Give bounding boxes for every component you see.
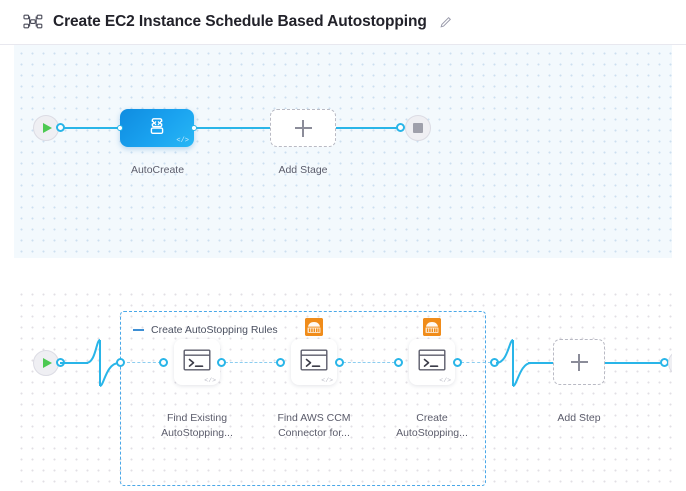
shell-script-icon [183, 348, 211, 377]
step1-output-port[interactable] [217, 358, 226, 367]
step-link-step1-to-step2 [225, 362, 277, 363]
step-node-label-find-aws-ccm-connector: Find AWS CCM Connector for... [271, 411, 357, 441]
add-stage-button[interactable] [270, 109, 336, 147]
add-step-label: Add Step [557, 412, 601, 424]
execution-end-node[interactable] [668, 350, 672, 376]
step3-label-line1: Create [416, 412, 448, 424]
stage-corner-code-glyph: </> [176, 137, 189, 145]
step-node-label-create-autostopping: Create AutoStopping... [389, 411, 475, 441]
stage-canvas[interactable]: </> AutoCreate Add Stage [14, 45, 672, 258]
stage-node-autocreate[interactable]: </> [120, 109, 194, 147]
step1-label-line1: Find Existing [166, 412, 228, 424]
step2-input-port[interactable] [276, 358, 285, 367]
stage-link-addstage-to-end [336, 127, 398, 129]
stop-icon [413, 123, 423, 133]
page-title: Create EC2 Instance Schedule Based Autos… [53, 13, 427, 30]
exec-link-addstep-to-end [605, 362, 663, 364]
pipeline-start-node[interactable] [33, 115, 59, 141]
autocreate-output-port[interactable] [191, 124, 197, 131]
add-stage-label: Add Stage [278, 164, 328, 176]
pipeline-header: Create EC2 Instance Schedule Based Autos… [0, 0, 686, 45]
pipeline-graph-icon [22, 12, 44, 32]
stage-end-input-port[interactable] [396, 123, 405, 132]
shell-script-icon [418, 348, 446, 377]
step2-label-line1: Find AWS CCM [277, 412, 351, 424]
step3-input-port[interactable] [394, 358, 403, 367]
step3-output-port[interactable] [453, 358, 462, 367]
step-node-find-existing-autostopping[interactable]: </> [174, 339, 220, 385]
step-node-label-find-existing-autostopping: Find Existing AutoStopping... [154, 411, 240, 441]
step1-input-port[interactable] [159, 358, 168, 367]
custom-stage-code-icon [146, 115, 168, 142]
shell-script-icon [300, 348, 328, 377]
step-group-create-autostopping-rules[interactable] [120, 311, 486, 486]
step1-corner-code-glyph: </> [204, 377, 216, 384]
step-link-step2-to-step3 [343, 362, 395, 363]
add-step-button[interactable] [553, 339, 605, 385]
exec-link-start-to-pinch [60, 362, 88, 364]
stage-link-start-to-autocreate [60, 127, 138, 129]
aws-ccm-icon [423, 318, 441, 336]
step-node-find-aws-ccm-connector[interactable]: </> [291, 318, 337, 385]
stage-node-label-autocreate: AutoCreate [130, 164, 185, 176]
step-canvas[interactable]: Create AutoStopping Rules </ [14, 286, 672, 491]
step3-corner-code-glyph: </> [439, 377, 451, 384]
plus-icon [570, 353, 588, 371]
step2-label-line2: Connector for... [278, 427, 350, 439]
aws-ccm-icon [305, 318, 323, 336]
step2-corner-code-glyph: </> [321, 377, 333, 384]
autocreate-input-port[interactable] [117, 124, 123, 131]
pipeline-end-node[interactable] [405, 115, 431, 141]
step-group-title: Create AutoStopping Rules [151, 324, 278, 336]
step-group-header[interactable]: Create AutoStopping Rules [133, 324, 278, 336]
step-link-step3-to-exit [461, 362, 491, 363]
plus-icon [294, 119, 312, 137]
stage-link-autocreate-to-addstage [190, 127, 274, 129]
group-entry-pinch-connector [86, 339, 120, 387]
play-icon [43, 358, 52, 368]
exec-link-pinch-to-addstep [528, 362, 554, 364]
step1-label-line2: AutoStopping... [161, 427, 233, 439]
play-icon [43, 123, 52, 133]
stage-start-output-port[interactable] [56, 123, 65, 132]
step-link-entry-to-step1 [127, 362, 161, 363]
minus-collapse-icon[interactable] [133, 329, 144, 331]
step2-output-port[interactable] [335, 358, 344, 367]
group-exit-pinch-connector [496, 339, 532, 387]
group-entry-port[interactable] [116, 358, 125, 367]
step-node-create-autostopping[interactable]: </> [409, 318, 455, 385]
step3-label-line2: AutoStopping... [396, 427, 468, 439]
pencil-edit-icon[interactable] [439, 15, 453, 29]
canvas-section-gap [0, 258, 686, 286]
